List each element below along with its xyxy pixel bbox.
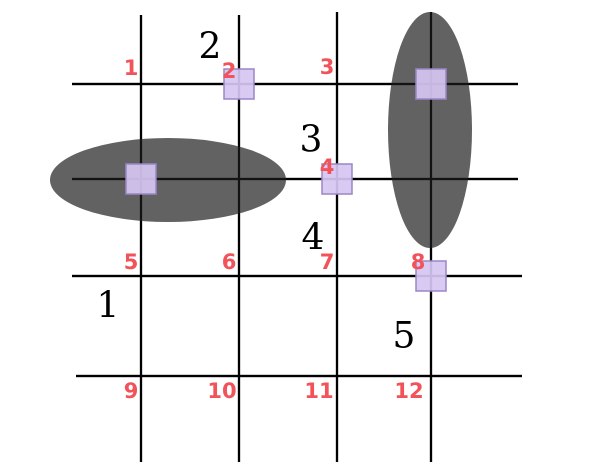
marker-square-2 [223, 68, 255, 100]
node-label-6: 6 [222, 250, 237, 274]
marker-square-4 [321, 163, 353, 195]
node-label-4: 4 [320, 155, 335, 179]
node-label-9: 9 [124, 379, 139, 403]
node-label-7: 7 [320, 250, 335, 274]
node-label-5: 5 [124, 250, 139, 274]
obstacles [50, 12, 472, 248]
marker-label-3: 3 [300, 120, 323, 161]
marker-square-3 [415, 68, 447, 100]
marker-label-4: 4 [302, 218, 325, 259]
node-label-10: 10 [207, 379, 236, 403]
node-label-2: 2 [222, 59, 237, 83]
node-label-1: 1 [124, 56, 139, 80]
node-label-3: 3 [320, 55, 335, 79]
marker-square-5 [415, 260, 447, 292]
marker-label-5: 5 [393, 316, 416, 357]
node-label-11: 11 [304, 379, 333, 403]
markers [125, 68, 447, 292]
marker-square-1 [125, 163, 157, 195]
node-label-8: 8 [411, 250, 426, 274]
marker-label-1: 1 [97, 286, 120, 327]
node-label-12: 12 [394, 379, 423, 403]
marker-label-2: 2 [199, 27, 222, 68]
